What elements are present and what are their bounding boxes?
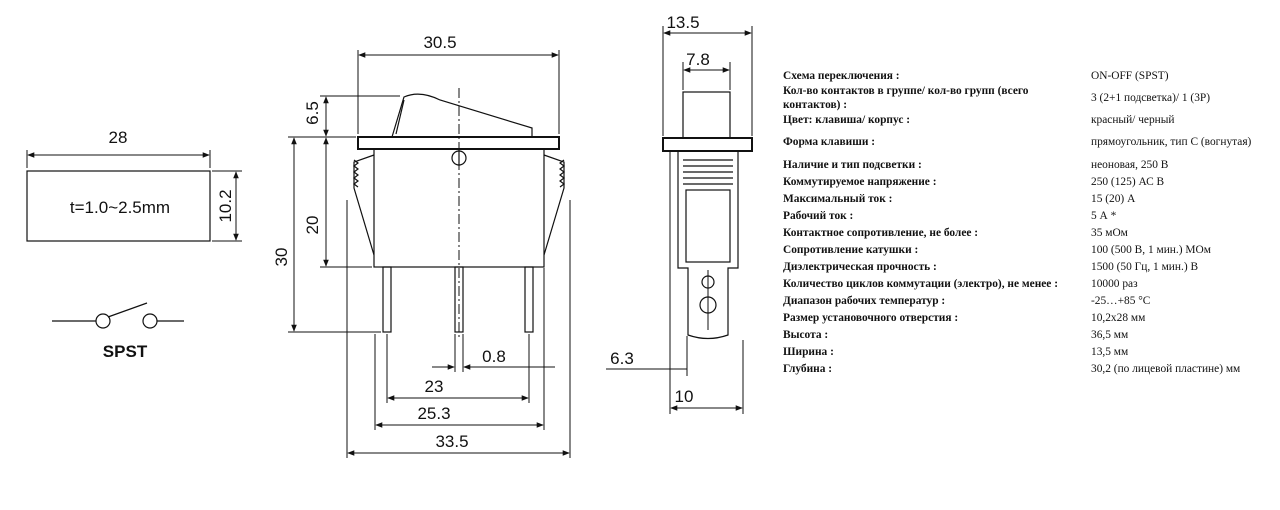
- spec-table: Схема переключения : ON-OFF (SPST) Кол-во …: [783, 69, 1263, 378]
- dim-23-label: 23: [425, 377, 444, 396]
- cutout-thickness-label: t=1.0~2.5mm: [70, 198, 170, 217]
- spec-value: ON-OFF (SPST): [1091, 70, 1169, 83]
- spec-row: Рабочий ток : 5 А *: [783, 208, 1263, 225]
- spec-value: -25…+85 °C: [1091, 294, 1151, 307]
- spec-row: Схема переключения : ON-OFF (SPST): [783, 69, 1263, 85]
- spec-row: Кол-во контактов в группе/ кол-во групп …: [783, 85, 1263, 112]
- dim-25-3-label: 25.3: [417, 404, 450, 423]
- spec-row: Контактное сопротивление, не более : 35 м…: [783, 225, 1263, 242]
- dim-0-8-label: 0.8: [482, 347, 506, 366]
- spec-row: Коммутируемое напряжение : 250 (125) АС В: [783, 174, 1263, 191]
- spec-row: Количество циклов коммутации (электро), …: [783, 276, 1263, 293]
- side-flange: [662, 137, 753, 152]
- symbol-switch-blade: [107, 302, 148, 318]
- spec-row: Цвет: клавиша/ корпус : красный/ черный: [783, 112, 1263, 129]
- spec-label: Форма клавиши :: [783, 136, 876, 149]
- dim-6-3-label: 6.3: [610, 349, 634, 368]
- spec-label: Высота :: [783, 328, 829, 341]
- spst-symbol: SPST: [52, 302, 184, 361]
- spec-row: Диапазон рабочих температур : -25…+85 °C: [783, 293, 1263, 310]
- side-body: [677, 151, 739, 340]
- spec-value: неоновая, 250 В: [1091, 158, 1169, 171]
- terminal-left: [382, 266, 392, 333]
- terminal-right: [524, 266, 534, 333]
- spec-value: прямоугольник, тип С (вогнутая): [1091, 136, 1252, 149]
- cutout-width-label: 28: [109, 128, 128, 147]
- spec-value: 13,5 мм: [1091, 345, 1129, 358]
- side-window: [685, 189, 731, 263]
- spec-label: Размер установочного отверстия :: [783, 311, 959, 324]
- spec-value: 1500 (50 Гц, 1 мин.) В: [1091, 260, 1199, 273]
- spec-row: Размер установочного отверстия : 10,2х28 …: [783, 310, 1263, 327]
- spec-row: Максимальный ток : 15 (20) А: [783, 191, 1263, 208]
- symbol-contact-right: [142, 313, 158, 329]
- spec-label: Ширина :: [783, 345, 834, 358]
- spec-row: Диэлектрическая прочность : 1500 (50 Гц, …: [783, 259, 1263, 276]
- spec-label: Диэлектрическая прочность :: [783, 260, 937, 273]
- dim-20-label: 20: [303, 216, 322, 235]
- spec-row: Высота : 36,5 мм: [783, 327, 1263, 344]
- side-view: 13.5 7.8 6.3 10: [606, 13, 753, 414]
- spec-label: Схема переключения :: [783, 70, 900, 83]
- spec-label: Глубина :: [783, 362, 833, 375]
- spec-value: 5 А *: [1091, 209, 1117, 222]
- spec-label: Рабочий ток :: [783, 209, 854, 222]
- dim-7-8-label: 7.8: [686, 50, 710, 69]
- latch-right-teeth: [559, 159, 565, 188]
- front-view: 30.5 6.5 20 30 0.8 23 25.3: [272, 33, 571, 458]
- spec-value: 3 (2+1 подсветка)/ 1 (3P): [1091, 91, 1211, 104]
- cutout-rectangle: [26, 170, 211, 242]
- cutout-height-label: 10.2: [216, 189, 235, 222]
- spec-label: Сопротивление катушки :: [783, 243, 919, 256]
- spec-row: Наличие и тип подсветки : неоновая, 250 В: [783, 157, 1263, 174]
- spec-label: Количество циклов коммутации (электро), …: [783, 277, 1059, 290]
- spec-row: Форма клавиши : прямоугольник, тип С (вог…: [783, 129, 1263, 157]
- latch-right: [543, 154, 565, 256]
- spec-row: Глубина : 30,2 (по лицевой пластине) мм: [783, 361, 1263, 378]
- rocker-key: [391, 93, 533, 138]
- side-rocker: [682, 91, 731, 139]
- dim-13-5-label: 13.5: [666, 13, 699, 32]
- spec-row: Ширина : 13,5 мм: [783, 344, 1263, 361]
- symbol-label: SPST: [103, 342, 148, 361]
- rocker-key-edge: [395, 99, 405, 135]
- spec-value: 10,2х28 мм: [1091, 311, 1146, 324]
- panel-cutout-view: 28 10.2 t=1.0~2.5mm: [26, 128, 242, 242]
- dim-30-label: 30: [272, 248, 291, 267]
- spec-value: красный/ черный: [1091, 113, 1175, 126]
- dim-30-5-label: 30.5: [423, 33, 456, 52]
- spec-value: 15 (20) А: [1091, 192, 1136, 205]
- spec-row: Сопротивление катушки : 100 (500 В, 1 мин…: [783, 242, 1263, 259]
- spec-value: 10000 раз: [1091, 277, 1138, 290]
- spec-label: Коммутируемое напряжение :: [783, 175, 937, 188]
- spec-value: 100 (500 В, 1 мин.) МОм: [1091, 243, 1211, 256]
- spec-label: Наличие и тип подсветки :: [783, 158, 922, 171]
- spec-label: Цвет: клавиша/ корпус :: [783, 113, 911, 126]
- terminal-center: [454, 266, 464, 333]
- dim-10-label: 10: [675, 387, 694, 406]
- dim-6-5-label: 6.5: [303, 101, 322, 125]
- symbol-contact-left: [95, 313, 111, 329]
- latch-left-teeth: [353, 159, 359, 188]
- spec-label: Кол-во контактов в группе/ кол-во групп …: [783, 85, 1029, 111]
- spec-value: 30,2 (по лицевой пластине) мм: [1091, 362, 1241, 375]
- side-latch-ribs: [683, 159, 733, 185]
- spec-value: 250 (125) АС В: [1091, 175, 1165, 188]
- spec-value: 35 мОм: [1091, 226, 1128, 239]
- spec-label: Контактное сопротивление, не более :: [783, 226, 979, 239]
- spec-value: 36,5 мм: [1091, 328, 1129, 341]
- spec-label: Максимальный ток :: [783, 192, 893, 205]
- latch-left: [353, 154, 375, 256]
- spec-label: Диапазон рабочих температур :: [783, 294, 946, 307]
- dim-33-5-label: 33.5: [435, 432, 468, 451]
